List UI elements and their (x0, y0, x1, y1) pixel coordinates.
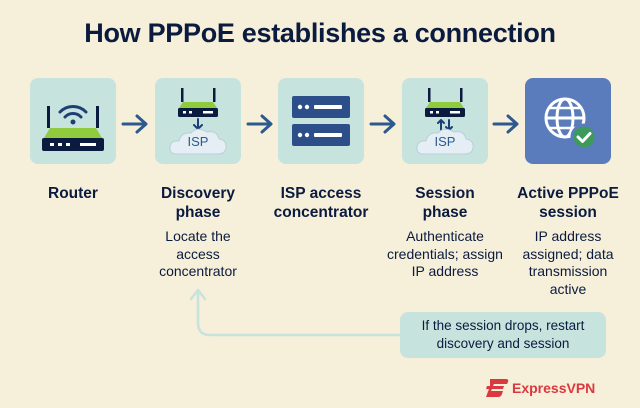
step-label-router: Router (48, 185, 98, 202)
step-label-active-session: Active PPPoE session (517, 185, 619, 221)
discovery-tile: ISP (155, 78, 241, 164)
step-label-isp-concentrator: ISP access concentrator (273, 185, 369, 221)
arrow-right-icon (369, 114, 396, 134)
restart-note: If the session drops, restart discovery … (400, 312, 606, 358)
isp-concentrator-tile (278, 78, 364, 164)
page-title: How PPPoE establishes a connection (84, 18, 556, 48)
step-label-session: Session phase (415, 185, 475, 221)
wifi-router-icon (42, 105, 104, 151)
arrow-right-icon (121, 114, 148, 134)
arrow-right-icon (492, 114, 519, 134)
router-cloud-icon (169, 88, 227, 155)
step-desc-active-session: IP address assigned; data transmission a… (522, 228, 614, 297)
globe-check-icon (544, 97, 598, 151)
arrow-right-icon (246, 114, 273, 134)
server-icon (292, 96, 350, 146)
brand-name: ExpressVPN (512, 380, 596, 396)
router-cloud-exchange-icon (416, 88, 474, 155)
step-desc-discovery: Locate the access concentrator (159, 228, 237, 279)
expressvpn-logo-icon (486, 379, 509, 397)
isp-cloud-label: ISP (187, 134, 209, 149)
step-label-discovery: Discovery phase (160, 185, 236, 221)
step-desc-session: Authenticate credentials; assign IP addr… (387, 228, 503, 279)
router-tile (30, 78, 116, 164)
session-tile: ISP (402, 78, 488, 164)
isp-cloud-label: ISP (434, 134, 456, 149)
active-session-tile (525, 78, 611, 164)
